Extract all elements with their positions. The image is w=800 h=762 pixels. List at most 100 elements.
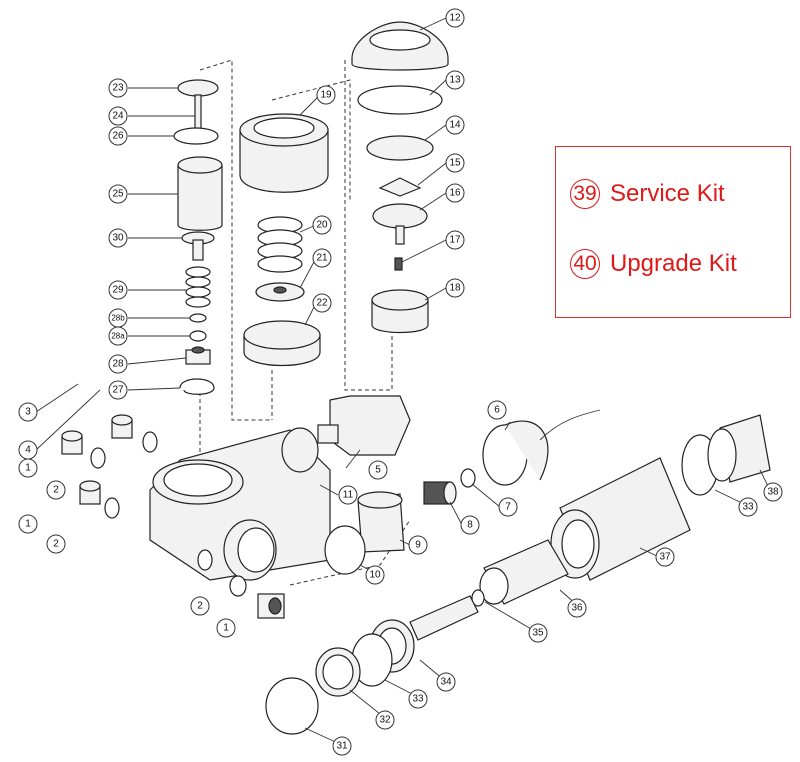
callout-label: 32	[379, 715, 391, 726]
callout-label: 2	[53, 539, 59, 550]
callout-20: 20	[312, 215, 332, 235]
callout-label: 1	[223, 623, 229, 634]
callout-label: 1	[25, 463, 31, 474]
callout-label: 22	[316, 298, 328, 309]
callout-label: 25	[112, 189, 124, 200]
part-screen-32	[315, 647, 361, 697]
callout-28: 28	[108, 354, 128, 374]
callout-33b: 33	[408, 689, 428, 709]
callout-label: 27	[112, 385, 124, 396]
callout-label: 15	[449, 158, 461, 169]
part-seat-15	[378, 177, 422, 197]
callout-5: 5	[368, 460, 388, 480]
part-o-ring-26	[173, 127, 219, 145]
callout-34: 34	[436, 672, 456, 692]
part-knob-5	[317, 395, 411, 456]
callout-label: 33	[412, 694, 424, 705]
part-piston-16	[372, 203, 428, 245]
part-washer-7	[460, 468, 476, 488]
callout-label: 2	[197, 601, 203, 612]
kit-row-service: 39 Service Kit	[570, 179, 725, 209]
part-housing-19	[239, 113, 329, 193]
callout-label: 29	[112, 285, 124, 296]
callout-3: 3	[18, 402, 38, 422]
callout-24: 24	[108, 106, 128, 126]
callout-label: 30	[112, 233, 124, 244]
kit-number-badge: 40	[570, 249, 600, 279]
callout-1b: 1	[18, 514, 38, 534]
callout-21: 21	[312, 248, 332, 268]
callout-label: 1	[25, 519, 31, 530]
callout-30: 30	[108, 228, 128, 248]
callout-28b: 28b	[108, 308, 128, 328]
callout-label: 37	[659, 552, 671, 563]
callout-25: 25	[108, 184, 128, 204]
part-valve-body-25	[177, 156, 223, 231]
part-o-ring-10	[324, 525, 366, 575]
callout-label: 19	[320, 90, 332, 101]
callout-13: 13	[445, 70, 465, 90]
part-fitting-9	[357, 491, 405, 553]
part-stem-30	[181, 231, 215, 261]
callout-38: 38	[763, 482, 783, 502]
callout-2b: 2	[46, 534, 66, 554]
callout-label: 12	[449, 13, 461, 24]
callout-18: 18	[445, 278, 465, 298]
callout-2c: 2	[190, 596, 210, 616]
callout-label: 7	[505, 502, 511, 513]
callout-label: 8	[467, 520, 473, 531]
kit-row-upgrade: 40 Upgrade Kit	[570, 249, 737, 279]
part-o-ring-35	[471, 589, 485, 607]
callout-label: 2	[53, 485, 59, 496]
callout-33a: 33	[738, 497, 758, 517]
callout-14: 14	[445, 115, 465, 135]
part-o-ring-31	[265, 677, 319, 735]
callout-27: 27	[108, 380, 128, 400]
callout-10: 10	[365, 565, 385, 585]
callout-28a: 28a	[108, 326, 128, 346]
callout-7: 7	[498, 497, 518, 517]
callout-label: 16	[449, 188, 461, 199]
callout-label: 26	[112, 131, 124, 142]
callout-17: 17	[445, 230, 465, 250]
callout-11: 11	[338, 485, 358, 505]
callout-19: 19	[316, 85, 336, 105]
callout-26: 26	[108, 126, 128, 146]
part-washer-2a	[90, 447, 106, 469]
callout-12: 12	[445, 8, 465, 28]
callout-8: 8	[460, 515, 480, 535]
callout-32: 32	[375, 710, 395, 730]
callout-label: 11	[343, 490, 354, 501]
callout-label: 3	[25, 407, 31, 418]
part-cartridge-36	[479, 539, 569, 605]
callout-label: 33	[742, 502, 754, 513]
part-disc-22	[243, 320, 321, 366]
callout-23: 23	[108, 78, 128, 98]
callout-6: 6	[487, 400, 507, 420]
part-filter-8	[423, 481, 457, 505]
callout-label: 24	[112, 111, 124, 122]
callout-label: 17	[449, 235, 461, 246]
callout-label: 23	[112, 83, 124, 94]
callout-label: 14	[449, 120, 461, 131]
part-spring-29	[185, 266, 211, 308]
callout-label: 4	[25, 445, 31, 456]
callout-35: 35	[528, 623, 548, 643]
callout-label: 20	[316, 220, 328, 231]
callout-2a: 2	[46, 480, 66, 500]
part-clip-27	[179, 378, 215, 395]
callout-label: 38	[767, 487, 779, 498]
kit-legend-box: 39 Service Kit 40 Upgrade Kit	[555, 146, 791, 318]
part-o-ring-13	[357, 85, 443, 115]
callout-1c: 1	[216, 618, 236, 638]
part-retainer-21	[255, 282, 305, 302]
callout-label: 28	[112, 359, 124, 370]
part-main-body-11	[149, 427, 331, 581]
part-ring-28b	[189, 313, 207, 323]
callout-1a: 1	[18, 458, 38, 478]
callout-label: 28b	[111, 314, 125, 323]
callout-label: 18	[449, 283, 461, 294]
part-plug-1c	[79, 480, 101, 505]
part-valve-18	[371, 289, 429, 334]
